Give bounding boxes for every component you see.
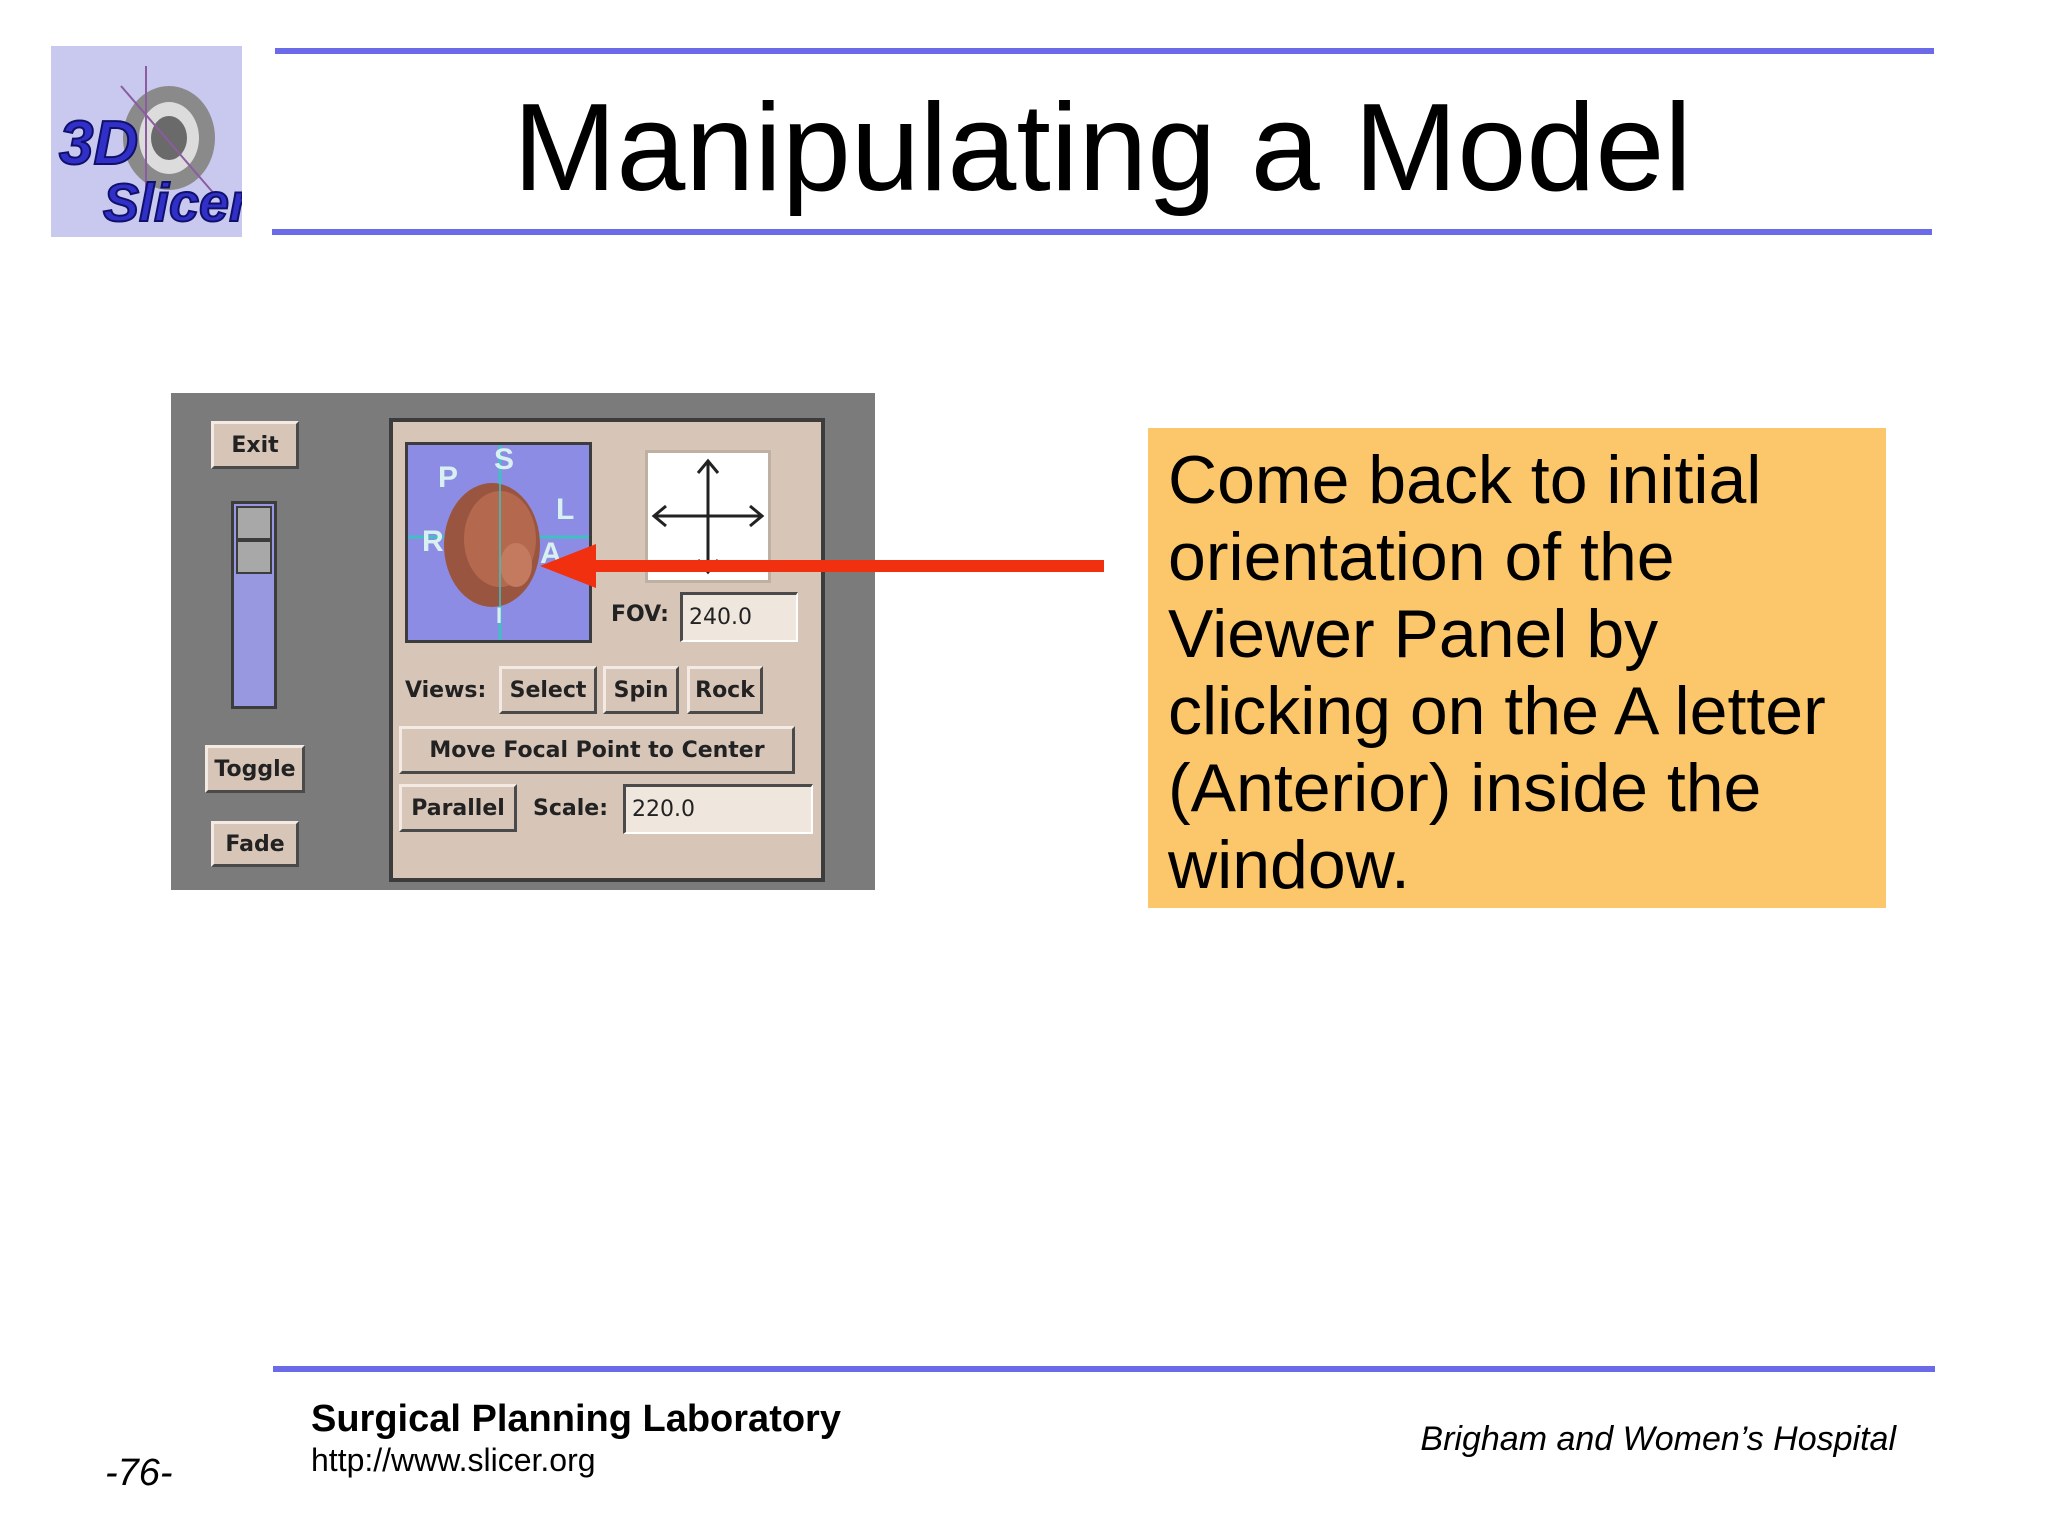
page-number: -76-: [105, 1452, 173, 1494]
fade-slider[interactable]: [231, 501, 277, 709]
logo-slicer-text: Slicer: [103, 173, 242, 233]
orientation-viewer-window[interactable]: S P L R A I: [405, 442, 592, 643]
exit-button[interactable]: Exit: [211, 421, 299, 469]
title-top-rule: [275, 48, 1934, 54]
viewer-control-panel-screenshot: Exit Toggle Fade S P L R A I: [171, 393, 875, 890]
logo-3d-text: 3D: [59, 109, 138, 178]
axis-posterior-label[interactable]: P: [438, 461, 459, 494]
title-bottom-rule: [272, 229, 1932, 235]
callout-line: Viewer Panel by: [1168, 596, 1659, 672]
footer-url[interactable]: http://www.slicer.org: [311, 1442, 596, 1478]
scale-label: Scale:: [533, 796, 608, 821]
instruction-callout: Come back to initial orientation of the …: [1148, 428, 1886, 908]
head-model-icon: [408, 445, 589, 640]
scale-input[interactable]: 220.0: [623, 784, 813, 834]
pointer-arrow-icon: [540, 544, 1104, 588]
fade-button[interactable]: Fade: [211, 821, 299, 867]
axis-inferior-label[interactable]: I: [496, 603, 503, 628]
callout-line: clicking on the A letter: [1168, 673, 1826, 749]
callout-line: Come back to initial: [1168, 442, 1762, 518]
callout-line: (Anterior) inside the: [1168, 750, 1762, 826]
footer-lab-name: Surgical Planning Laboratory: [311, 1398, 841, 1440]
slider-handle-bottom[interactable]: [236, 540, 272, 574]
axis-right-label[interactable]: R: [422, 525, 444, 558]
parallel-button[interactable]: Parallel: [399, 784, 517, 832]
axis-superior-label[interactable]: S: [494, 443, 515, 476]
slide-title: Manipulating a Model: [513, 79, 1692, 217]
fov-input[interactable]: 240.0: [680, 592, 798, 642]
axis-left-label[interactable]: L: [556, 493, 575, 526]
toggle-button[interactable]: Toggle: [205, 745, 305, 793]
views-label: Views:: [405, 678, 487, 703]
callout-line: orientation of the: [1168, 519, 1675, 595]
four-way-arrow-icon: [651, 458, 765, 575]
select-view-button[interactable]: Select: [499, 666, 597, 714]
view-controls-frame: S P L R A I FOV: 240.0 Views: Select Spi…: [389, 418, 825, 882]
3d-slicer-logo: 3D Slicer: [51, 46, 242, 237]
slider-handle-top[interactable]: [236, 506, 272, 540]
spin-view-button[interactable]: Spin: [603, 666, 679, 714]
fov-label: FOV:: [611, 602, 669, 627]
footer-rule: [273, 1366, 1935, 1372]
callout-line: window.: [1168, 827, 1410, 903]
footer-hospital: Brigham and Women’s Hospital: [1420, 1420, 1896, 1458]
move-focal-point-to-center-button[interactable]: Move Focal Point to Center: [399, 726, 795, 774]
rock-view-button[interactable]: Rock: [687, 666, 763, 714]
